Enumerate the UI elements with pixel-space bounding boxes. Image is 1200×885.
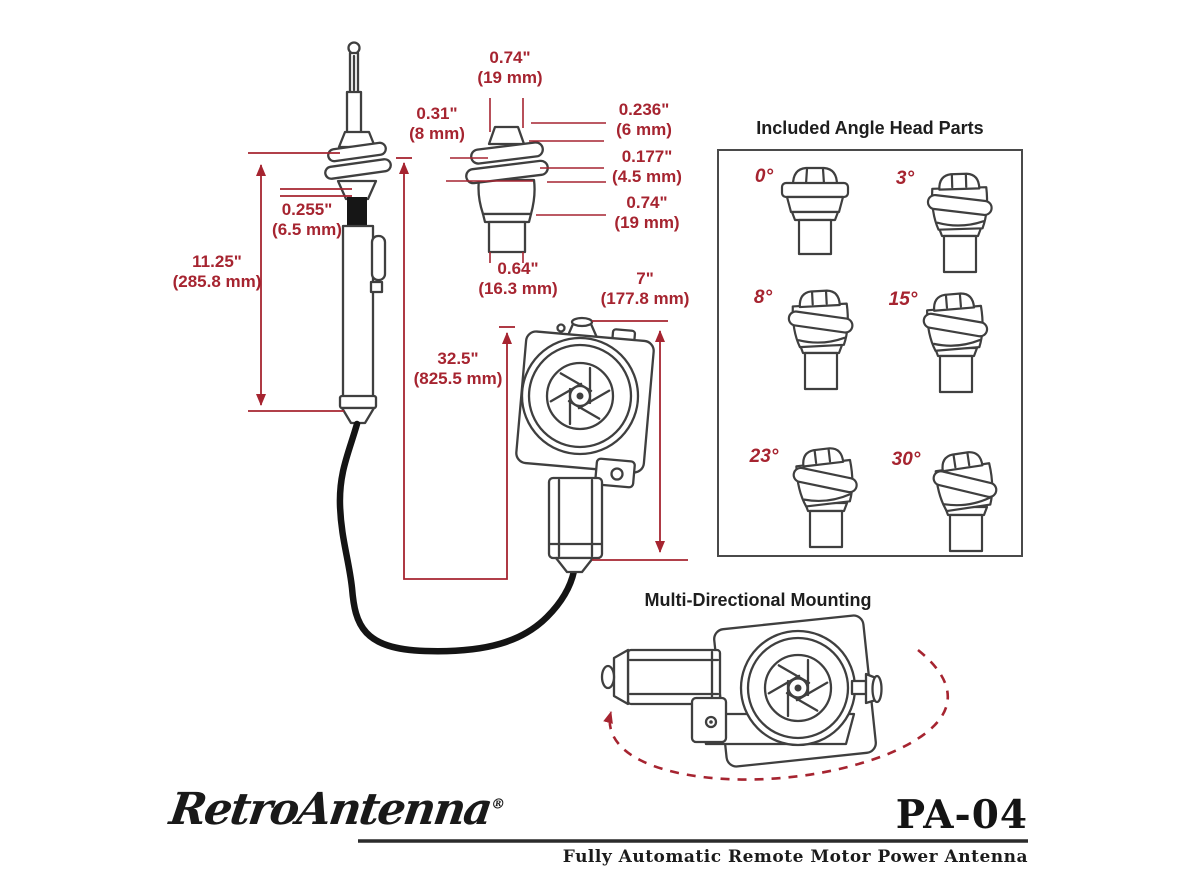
dim-mast-tube: 0.255"(6.5 mm) [272,200,342,239]
angle-head-30 [932,451,998,553]
antenna-mast-figure [324,41,392,425]
angle-head-8 [787,289,854,391]
model-number: PA-04 [895,792,1028,838]
dim-motor-section: 7"(177.8 mm) [600,269,690,308]
angle-parts-title: Included Angle Head Parts [756,118,984,138]
dim-upper-thread: 0.236"(6 mm) [616,100,672,139]
dim-head-base: 0.64"(16.3 mm) [478,259,558,298]
angle-label-15: 15° [888,289,918,310]
power-cable [336,420,578,655]
angle-label-3: 3° [895,168,915,189]
angle-head-23 [792,447,858,549]
angle-label-30: 30° [891,449,921,470]
rotation-arc [603,648,950,781]
angle-label-8: 8° [753,287,773,308]
angle-head-3 [926,172,993,274]
dim-tip-diameter: 0.74"(19 mm) [477,48,543,87]
angle-head-15 [922,292,989,394]
brand-logo: RetroAntenna® [166,784,507,835]
angle-label-0: 0° [754,166,774,187]
angle-head-parts [780,166,998,553]
dim-mast-length: 11.25"(285.8 mm) [172,252,262,291]
dim-head-body: 0.74"(19 mm) [614,193,680,232]
angle-label-23: 23° [749,446,779,467]
detail-head-figure [465,125,549,254]
angle-head-0 [780,166,850,256]
mounting-title: Multi-Directional Mounting [644,590,872,610]
dimension-lines [248,98,688,580]
registered-mark: ® [489,796,507,813]
dim-overall-length: 32.5"(825.5 mm) [413,349,503,388]
dim-lower-thread: 0.177"(4.5 mm) [612,147,682,186]
dim-collar-offset: 0.31"(8 mm) [409,104,465,143]
angle-parts-box [717,149,1023,557]
motor-front-figure [515,316,655,574]
mounting-figure [600,614,883,768]
product-tagline: Fully Automatic Remote Motor Power Anten… [562,847,1028,867]
